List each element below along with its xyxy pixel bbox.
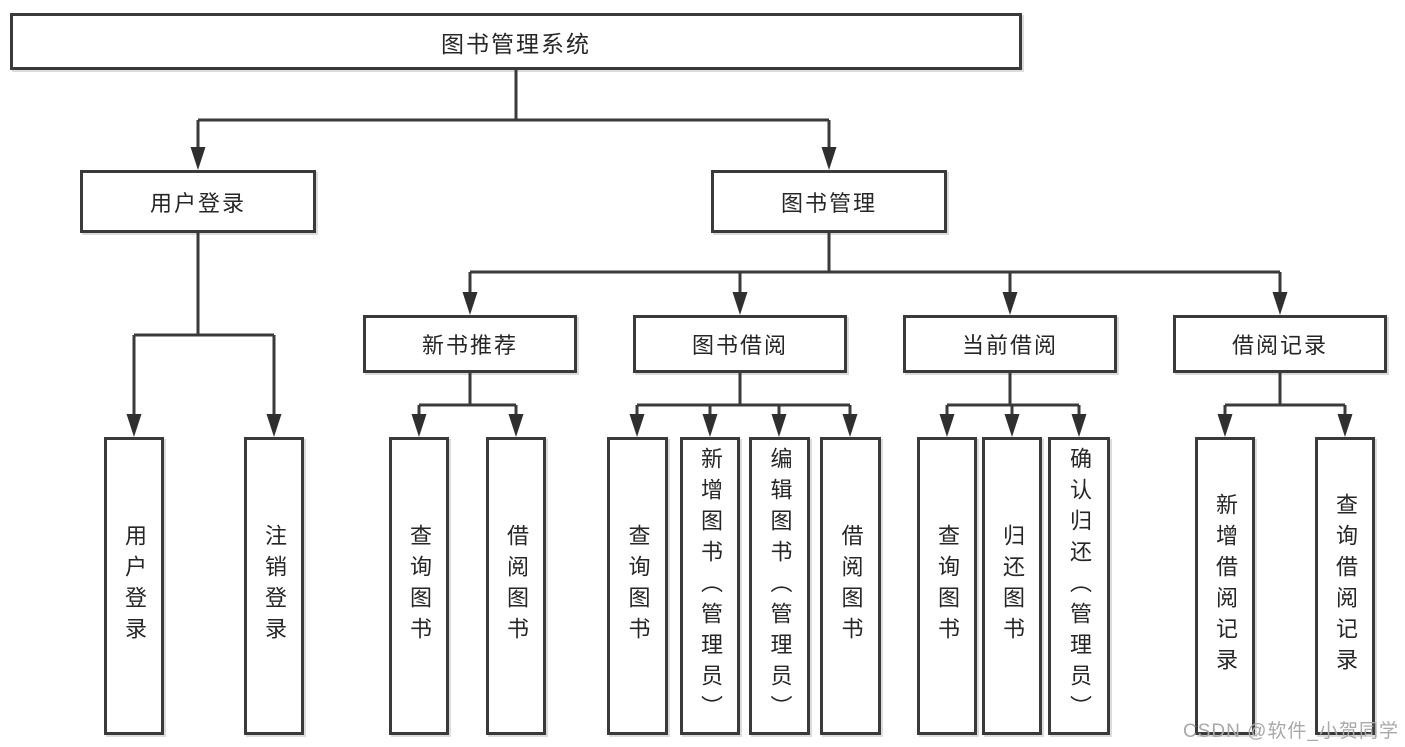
node-label: 编辑图书（管理员）	[767, 446, 793, 726]
node-label: 借阅图书	[838, 524, 864, 648]
node-label: 借阅图书	[504, 524, 529, 648]
leaf-add-borrow-record: 新增借阅记录	[1195, 437, 1255, 735]
leaf-query-books-recommend: 查询图书	[389, 437, 449, 735]
leaf-edit-book-admin: 编辑图书（管理员）	[749, 437, 810, 735]
node-label: 查询图书	[407, 524, 432, 648]
node-label: 当前借阅	[961, 333, 1058, 358]
node-book-management-system: 图书管理系统	[10, 13, 1022, 70]
leaf-query-books-borrowing: 查询图书	[607, 437, 668, 735]
leaf-query-books-current: 查询图书	[917, 437, 977, 735]
node-label: 新增图书（管理员）	[698, 446, 723, 726]
leaf-query-borrow-record: 查询借阅记录	[1315, 437, 1375, 735]
leaf-return-book: 归还图书	[982, 437, 1042, 735]
node-label: 新增借阅记录	[1213, 493, 1238, 679]
node-book-borrowing: 图书借阅	[633, 315, 847, 373]
leaf-user-login: 用户登录	[104, 437, 164, 735]
node-label: 图书管理	[780, 190, 877, 216]
leaf-borrow-books: 借阅图书	[820, 437, 881, 735]
node-label: 确认归还（管理员）	[1067, 446, 1092, 726]
node-new-book-recommendation: 新书推荐	[363, 315, 577, 373]
csdn-watermark: CSDN @软件_小贺同学	[1183, 721, 1399, 742]
node-user-login: 用户登录	[80, 170, 316, 233]
leaf-add-book-admin: 新增图书（管理员）	[680, 437, 740, 735]
node-label: 用户登录	[149, 190, 246, 216]
leaf-logout: 注销登录	[244, 437, 304, 735]
leaf-borrow-books-recommend: 借阅图书	[486, 437, 546, 735]
node-label: 借阅记录	[1231, 333, 1328, 358]
node-label: 查询图书	[625, 524, 651, 648]
node-label: 图书借阅	[691, 333, 788, 358]
node-label: 新书推荐	[421, 333, 518, 358]
node-label: 归还图书	[1000, 524, 1025, 648]
node-label: 图书管理系统	[441, 30, 591, 57]
node-label: 用户登录	[122, 524, 147, 648]
leaf-confirm-return-admin: 确认归还（管理员）	[1048, 437, 1110, 735]
node-borrowing-records: 借阅记录	[1173, 315, 1387, 373]
node-label: 查询图书	[935, 524, 960, 648]
node-label: 查询借阅记录	[1333, 493, 1358, 679]
node-book-management: 图书管理	[711, 170, 947, 233]
node-label: 注销登录	[262, 524, 287, 648]
node-current-borrowing: 当前借阅	[903, 315, 1117, 373]
